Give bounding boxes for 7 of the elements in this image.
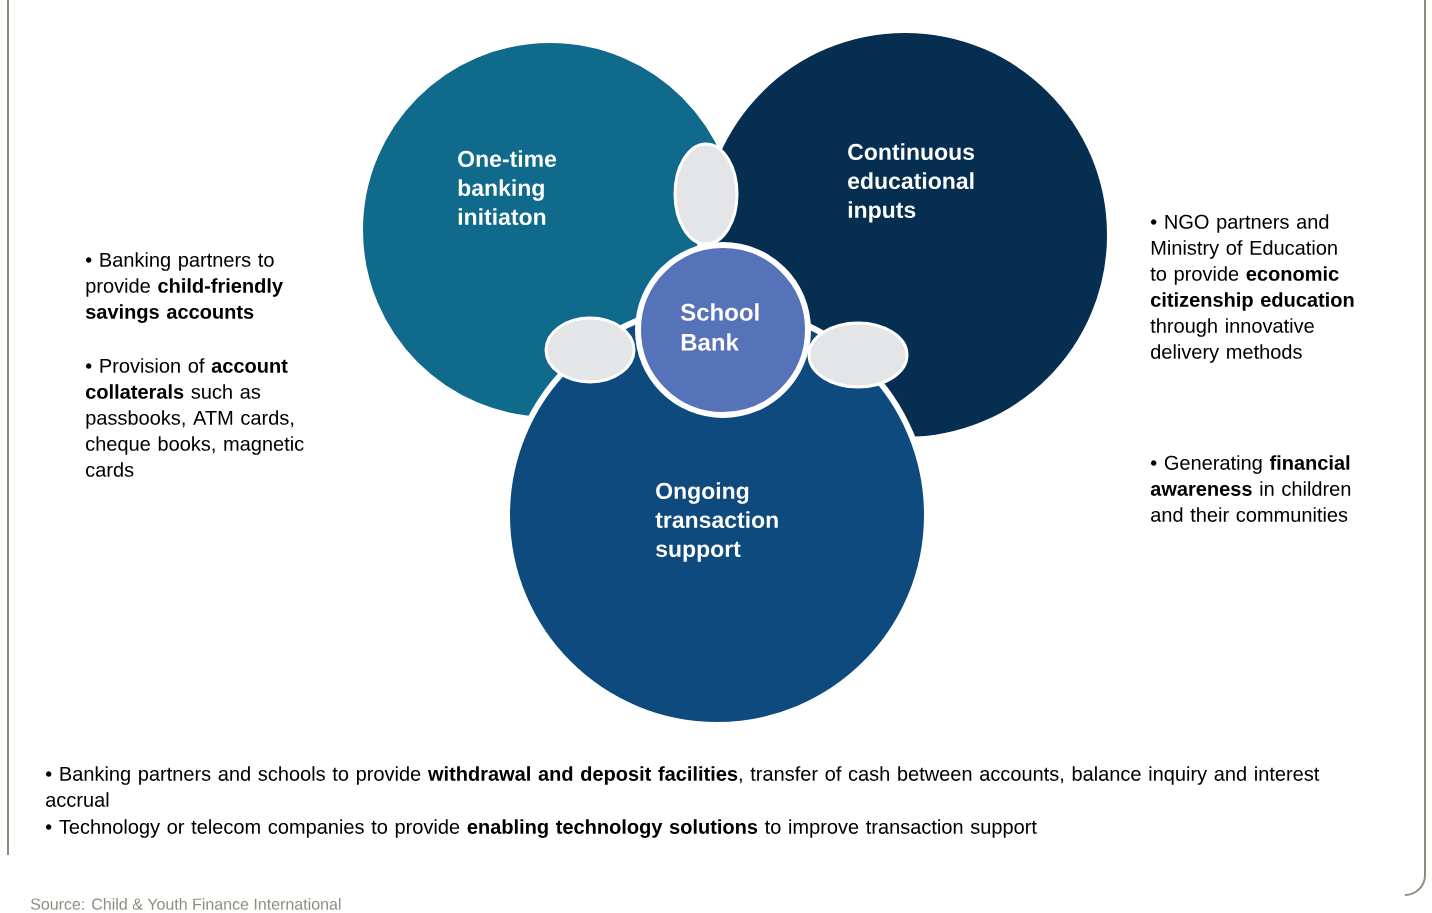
overlap-petal [544, 316, 636, 384]
bullet-text: • Generating financial awareness in children and their communities [1150, 455, 1351, 522]
source-note: Source: Child & Youth Finance International [30, 898, 341, 910]
bullet-text: • Banking partners to provide child-friendly savings accounts [85, 252, 283, 323]
bullet-text: • Technology or telecom companies to provide enabling technology solutions to improve transaction support [46, 819, 1037, 838]
bullet-text: • Provision of account collaterals such as passbooks, ATM cards, cheque books, magnetic cards [86, 358, 304, 477]
bullet-text: • NGO partners and Ministry of Education to provide economic citizenship education through innovative delivery methods [1150, 214, 1354, 363]
